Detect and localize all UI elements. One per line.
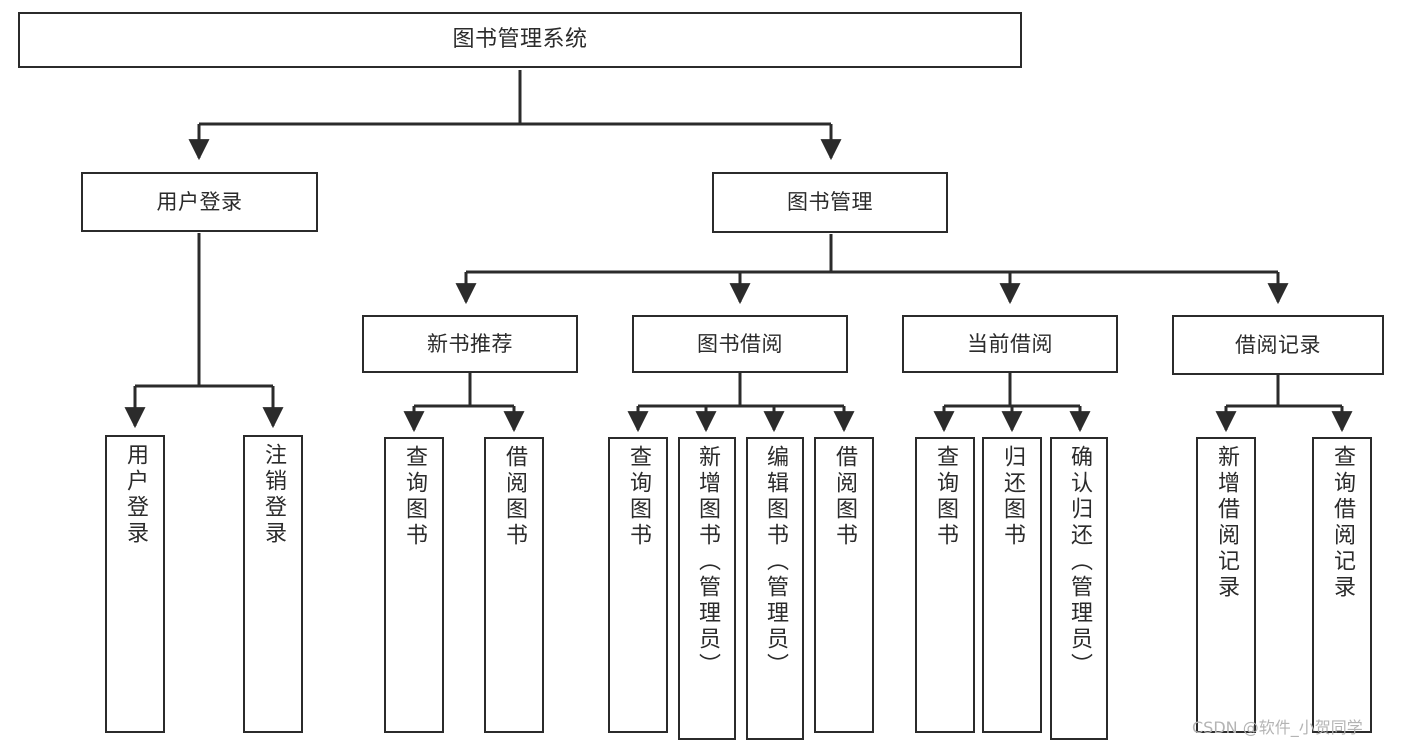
node-label: 确认归还（管理员） — [1067, 445, 1092, 679]
csdn-watermark: CSDN @软件_小贺同学 — [1192, 718, 1363, 737]
node-user-login[interactable]: 用户登录 — [81, 172, 318, 232]
leaf-user-logout[interactable]: 注销登录 — [243, 435, 303, 733]
node-label: 图书借阅 — [697, 331, 783, 356]
leaf-user-login[interactable]: 用户登录 — [105, 435, 165, 733]
node-label: 注销登录 — [261, 443, 286, 547]
node-label: 借阅图书 — [832, 445, 857, 549]
node-label: 新增借阅记录 — [1214, 445, 1239, 601]
leaf-current-confirm-return-admin[interactable]: 确认归还（管理员） — [1050, 437, 1108, 740]
node-label: 查询图书 — [933, 445, 958, 549]
node-label: 借阅图书 — [502, 445, 527, 549]
node-label: 查询图书 — [626, 445, 651, 549]
node-new-book-recommend[interactable]: 新书推荐 — [362, 315, 578, 373]
leaf-recommend-query-book[interactable]: 查询图书 — [384, 437, 444, 733]
node-root-system[interactable]: 图书管理系统 — [18, 12, 1022, 68]
leaf-recommend-borrow-book[interactable]: 借阅图书 — [484, 437, 544, 733]
node-label: 查询借阅记录 — [1330, 445, 1355, 601]
node-label: 新书推荐 — [427, 331, 513, 356]
node-book-borrow[interactable]: 图书借阅 — [632, 315, 848, 373]
leaf-current-return-book[interactable]: 归还图书 — [982, 437, 1042, 733]
node-label: 编辑图书（管理员） — [763, 445, 788, 679]
node-label: 归还图书 — [1000, 445, 1025, 549]
leaf-current-query-book[interactable]: 查询图书 — [915, 437, 975, 733]
node-label: 当前借阅 — [967, 331, 1053, 356]
node-label: 查询图书 — [402, 445, 427, 549]
node-label: 借阅记录 — [1235, 332, 1321, 357]
node-label: 用户登录 — [156, 189, 243, 214]
node-label: 用户登录 — [123, 443, 148, 547]
node-label: 图书管理 — [787, 190, 873, 215]
leaf-borrow-query-book[interactable]: 查询图书 — [608, 437, 668, 733]
node-borrow-record[interactable]: 借阅记录 — [1172, 315, 1384, 375]
node-label: 新增图书（管理员） — [695, 445, 720, 679]
leaf-borrow-edit-book-admin[interactable]: 编辑图书（管理员） — [746, 437, 804, 740]
node-current-borrow[interactable]: 当前借阅 — [902, 315, 1118, 373]
leaf-record-add-record[interactable]: 新增借阅记录 — [1196, 437, 1256, 733]
leaf-record-query-record[interactable]: 查询借阅记录 — [1312, 437, 1372, 733]
node-book-management[interactable]: 图书管理 — [712, 172, 948, 233]
leaf-borrow-add-book-admin[interactable]: 新增图书（管理员） — [678, 437, 736, 740]
node-label: 图书管理系统 — [452, 27, 588, 53]
leaf-borrow-borrow-book[interactable]: 借阅图书 — [814, 437, 874, 733]
